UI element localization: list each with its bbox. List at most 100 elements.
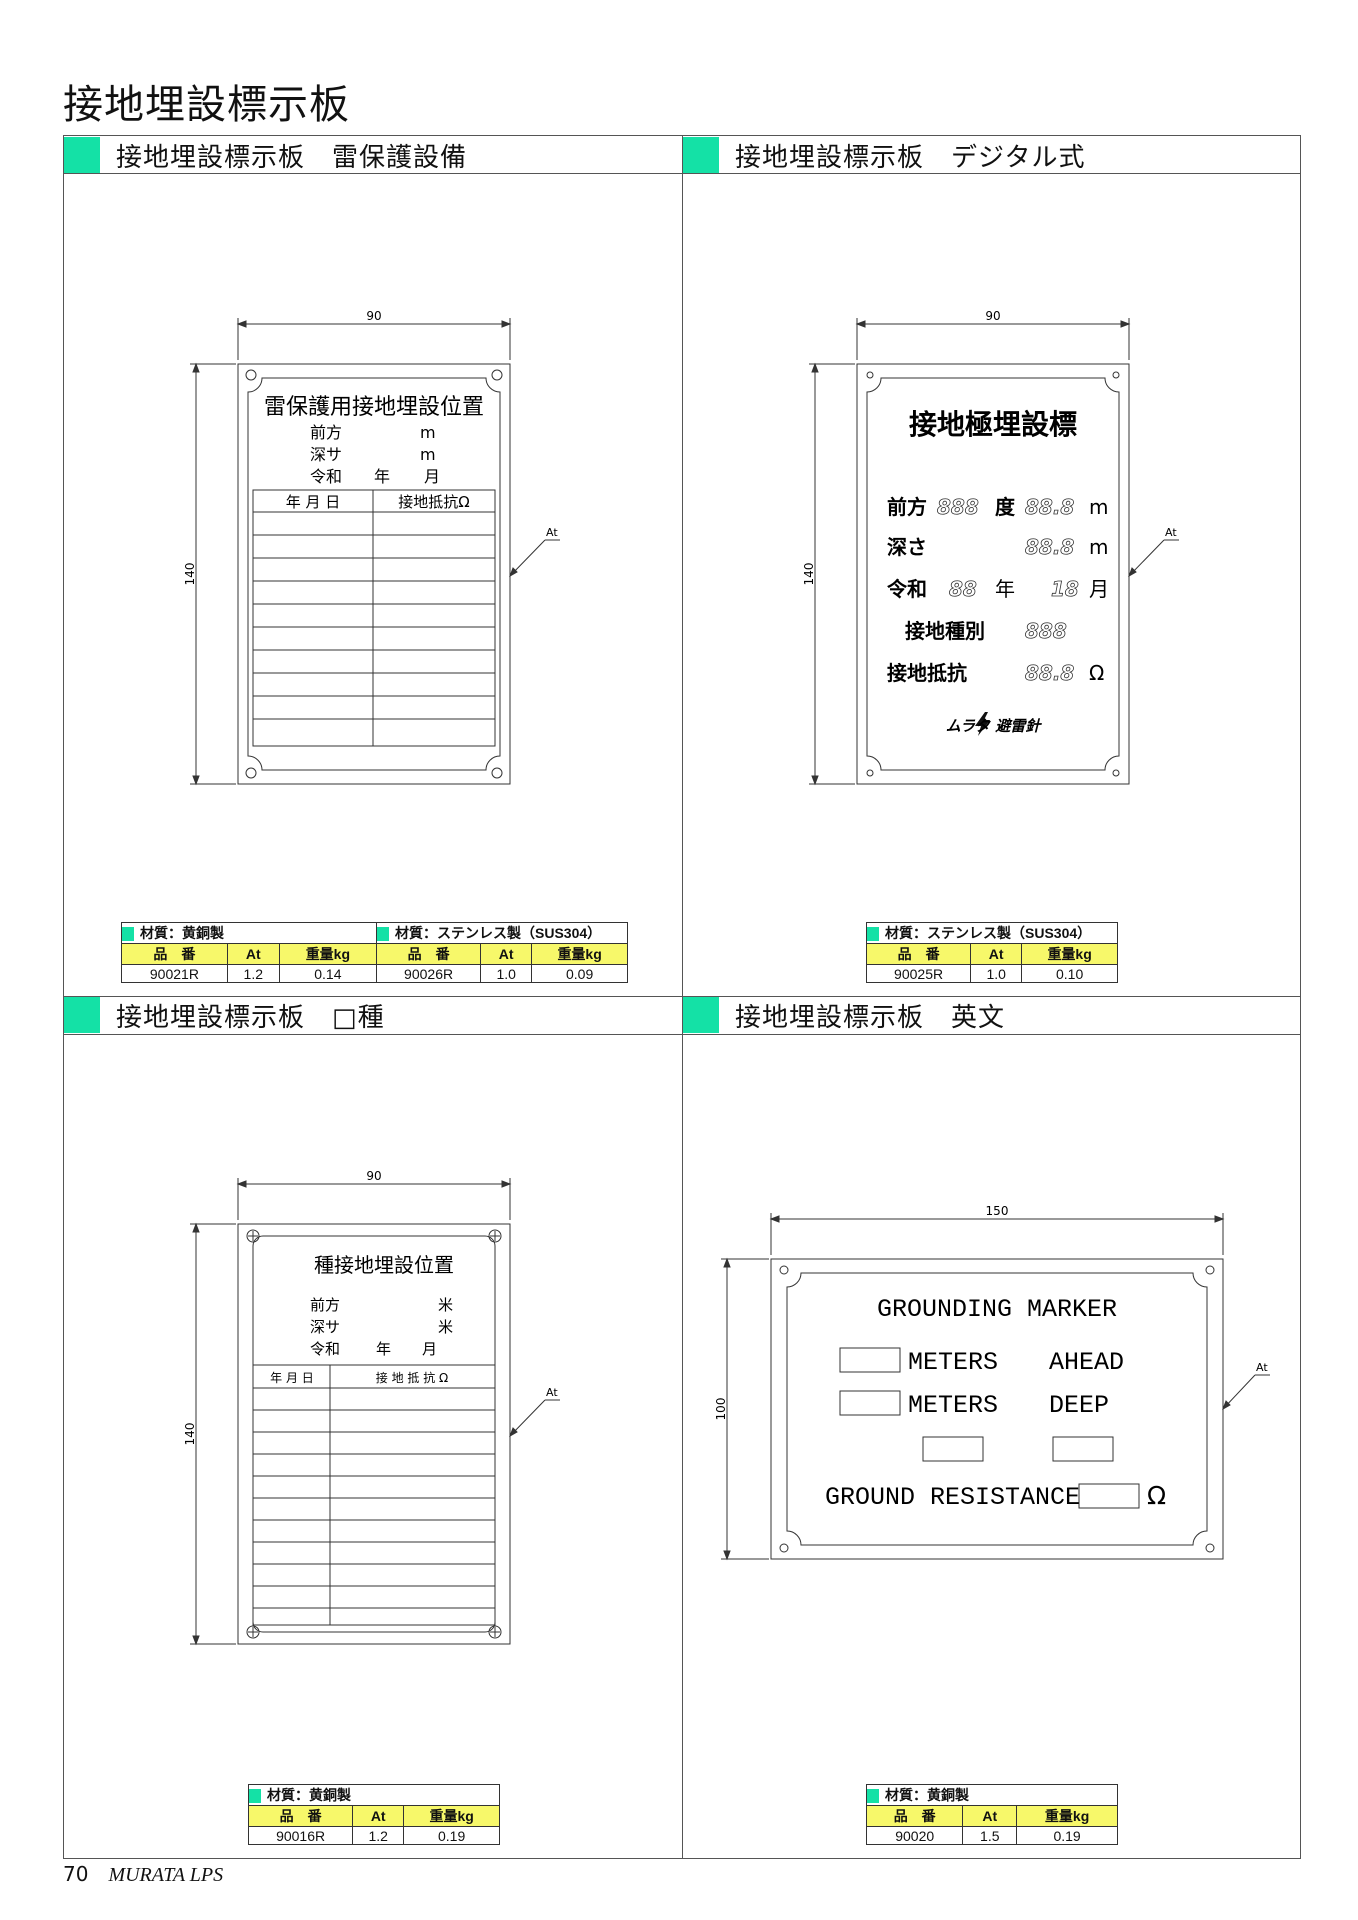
header-weight: 重量kg [403, 1805, 500, 1827]
material-label: 材質：黄銅製 [267, 1787, 351, 1803]
plate-unit: m [1089, 535, 1108, 559]
accent-swatch [64, 997, 100, 1033]
leader-label: At [1256, 1361, 1268, 1374]
weight-value: 0.19 [403, 1826, 500, 1845]
plate-label-era: 令和 [310, 1340, 340, 1358]
plate-unit-month: 月 [422, 1340, 437, 1358]
panel-title: 接地埋設標示板 デジタル式 [735, 142, 1086, 173]
material-label: 材質：黄銅製 [885, 1787, 969, 1803]
at-value: 1.2 [352, 1826, 405, 1845]
plate-label-era: 令和 [887, 577, 927, 601]
material-cell: 材質：ステンレス製（SUS304） [376, 922, 628, 944]
digital-readout: 88 [949, 577, 977, 601]
table-header-date: 年 月 日 [286, 493, 341, 511]
plate-unit-ahead: m [420, 423, 436, 442]
logo-text: ムラタ 避雷針 [946, 717, 1042, 735]
plate-label-depth: 深サ [310, 445, 342, 464]
header-at: At [352, 1805, 405, 1827]
dim-height: 140 [183, 563, 197, 586]
plate-title: 種接地埋設位置 [314, 1253, 454, 1277]
digital-readout: 88.8 [1025, 495, 1074, 519]
plate-label-class: 接地種別 [905, 619, 985, 643]
plate-label-resistance: 接地抵抗 [887, 661, 967, 685]
at-value: 1.0 [480, 964, 533, 983]
at-value: 1.5 [962, 1826, 1018, 1845]
material-label: 材質：ステンレス製（SUS304） [885, 925, 1092, 941]
dim-height: 140 [802, 563, 816, 586]
plate-drawing-english: 150 100 At GROUNDING MARKER METERS AHEAD… [715, 1204, 1270, 1561]
leader-label: At [1165, 526, 1177, 539]
panel-header-lightning: 接地埋設標示板 雷保護設備 [64, 136, 467, 174]
accent-swatch [683, 137, 719, 173]
plate-unit-year: 年 [374, 467, 390, 486]
dim-width: 90 [985, 309, 1000, 323]
page-title: 接地埋設標示板 [63, 82, 350, 128]
dim-height: 100 [715, 1398, 728, 1421]
header-weight: 重量kg [531, 943, 628, 965]
leader-label: At [546, 1386, 558, 1399]
plate-unit-ahead: AHEAD [1049, 1348, 1124, 1377]
header-part-no: 品 番 [865, 943, 972, 965]
plate-unit-degree: 度 [995, 495, 1016, 519]
plate-unit-year: 年 [995, 577, 1015, 601]
header-weight: 重量kg [1016, 1805, 1118, 1827]
leader-label: At [546, 526, 558, 539]
header-at: At [970, 943, 1023, 965]
digital-readout: 18 [1051, 577, 1079, 601]
grid-divider-vertical [682, 135, 683, 1859]
plate-label-depth: 深サ [310, 1318, 340, 1336]
plate-unit-month: 月 [1089, 577, 1109, 601]
plate-title: GROUNDING MARKER [877, 1295, 1117, 1324]
part-no: 90020 [865, 1826, 964, 1845]
header-part-no: 品 番 [865, 1805, 964, 1827]
accent-swatch [122, 926, 134, 941]
header-weight: 重量kg [1021, 943, 1118, 965]
plate-label-meters-ahead: METERS [908, 1348, 998, 1377]
brand-name: MURATA LPS [108, 1864, 224, 1886]
part-no: 90026R [375, 964, 482, 983]
plate-unit: Ω [1089, 661, 1104, 685]
part-no: 90021R [121, 964, 228, 983]
panel-title: 接地埋設標示板 英文 [735, 1002, 1006, 1033]
plate-drawing-lightning: 90 140 At 雷保護用接地埋設位置 前方 m 深サ m 令和 年 月 年 … [183, 309, 560, 786]
material-cell: 材質：黄銅製 [866, 1784, 1118, 1806]
dim-width: 90 [366, 309, 381, 323]
material-label: 材質：ステンレス製（SUS304） [395, 925, 602, 941]
at-value: 1.2 [226, 964, 280, 983]
plate-label-ahead: 前方 [887, 495, 927, 519]
plate-label-ahead: 前方 [310, 423, 342, 442]
plate-drawing-digital: 90 140 At 接地極埋設標 前方 888 度 88.8 m 深さ 88.8… [802, 309, 1179, 786]
digital-readout: 88.8 [1025, 535, 1074, 559]
digital-readout: 88.8 [1025, 661, 1074, 685]
panel-header-digital: 接地埋設標示板 デジタル式 [683, 136, 1085, 174]
dim-width: 90 [366, 1169, 381, 1183]
part-no: 90025R [865, 964, 972, 983]
plate-unit-depth: m [420, 445, 436, 464]
murata-logo: ムラタ 避雷針 [946, 712, 1042, 736]
weight-value: 0.14 [278, 964, 378, 983]
panel-title: 接地埋設標示板 □種 [116, 1002, 385, 1033]
panel-header-english: 接地埋設標示板 英文 [683, 996, 1005, 1034]
accent-swatch [867, 1788, 879, 1803]
plate-drawing-class: 90 140 At 種接地埋設位置 前方 米 深サ 米 令和 年 月 年 月 日… [183, 1169, 560, 1646]
material-cell: 材質：黄銅製 [248, 1784, 500, 1806]
accent-swatch [683, 997, 719, 1033]
part-no: 90016R [247, 1826, 354, 1845]
plate-unit-year: 年 [376, 1340, 391, 1358]
plate-label-ahead: 前方 [310, 1296, 340, 1314]
plate-title: 接地極埋設標 [909, 408, 1077, 441]
plate-label-meters-deep: METERS [908, 1391, 998, 1420]
header-part-no: 品 番 [247, 1805, 354, 1827]
plate-label-resistance: GROUND RESISTANCE [825, 1483, 1080, 1512]
dim-height: 140 [183, 1423, 197, 1446]
accent-swatch [867, 926, 879, 941]
dim-width: 150 [986, 1204, 1009, 1218]
plate-title: 雷保護用接地埋設位置 [264, 395, 484, 420]
plate-unit-ohm: Ω [1147, 1481, 1166, 1510]
material-label: 材質：黄銅製 [140, 925, 224, 941]
panel-title: 接地埋設標示板 雷保護設備 [116, 142, 468, 173]
